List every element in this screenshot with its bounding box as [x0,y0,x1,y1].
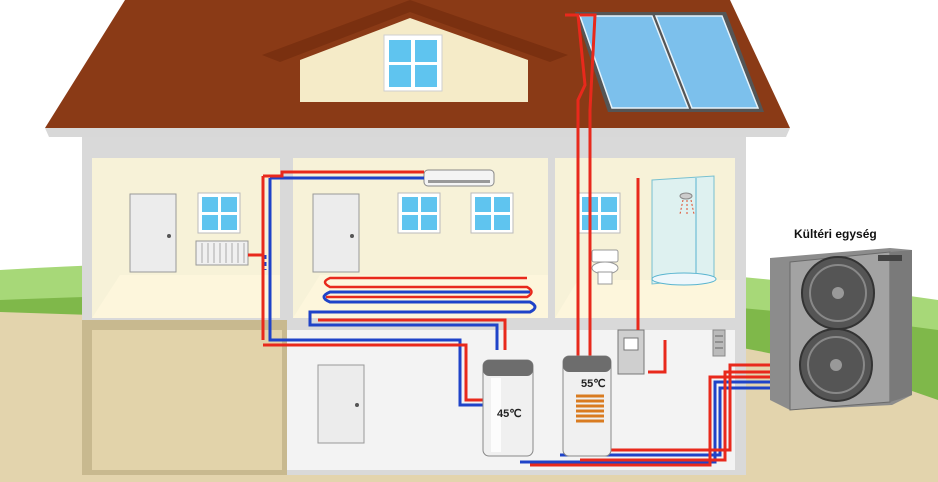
tank-right-temp-label: 55℃ [581,378,606,390]
shower-icon [651,175,717,286]
dormer-roof [262,0,568,62]
heat-pump-icon [770,248,912,411]
door-bedroom [129,193,177,273]
water-tank-icon-2 [562,355,612,457]
floor-heating-loops [322,276,537,314]
cold-pipes [263,176,772,464]
basement-soil [92,330,282,470]
outdoor-unit-label: Kültéri egység [794,227,877,241]
roof-fascia [45,128,790,137]
window-bedroom [197,192,241,234]
air-conditioner-icon [423,169,495,187]
hot-pipes [248,13,772,467]
water-tank-icon [482,359,534,457]
wall-vent [712,329,726,357]
window-bathroom [577,192,621,234]
tank-left-temp-label: 45℃ [497,408,522,420]
dormer-window [383,34,443,92]
toilet-icon [591,249,619,285]
floor-bathroom [555,280,735,318]
solar-panel-icon [575,12,764,112]
radiator-icon [195,240,249,266]
window-living-2 [470,192,514,234]
floor-bedroom [92,275,280,318]
door-basement [317,364,365,444]
window-living-1 [397,192,441,234]
control-box-icon [617,329,645,375]
door-living [312,193,360,273]
heating-coil-icon [576,394,604,423]
